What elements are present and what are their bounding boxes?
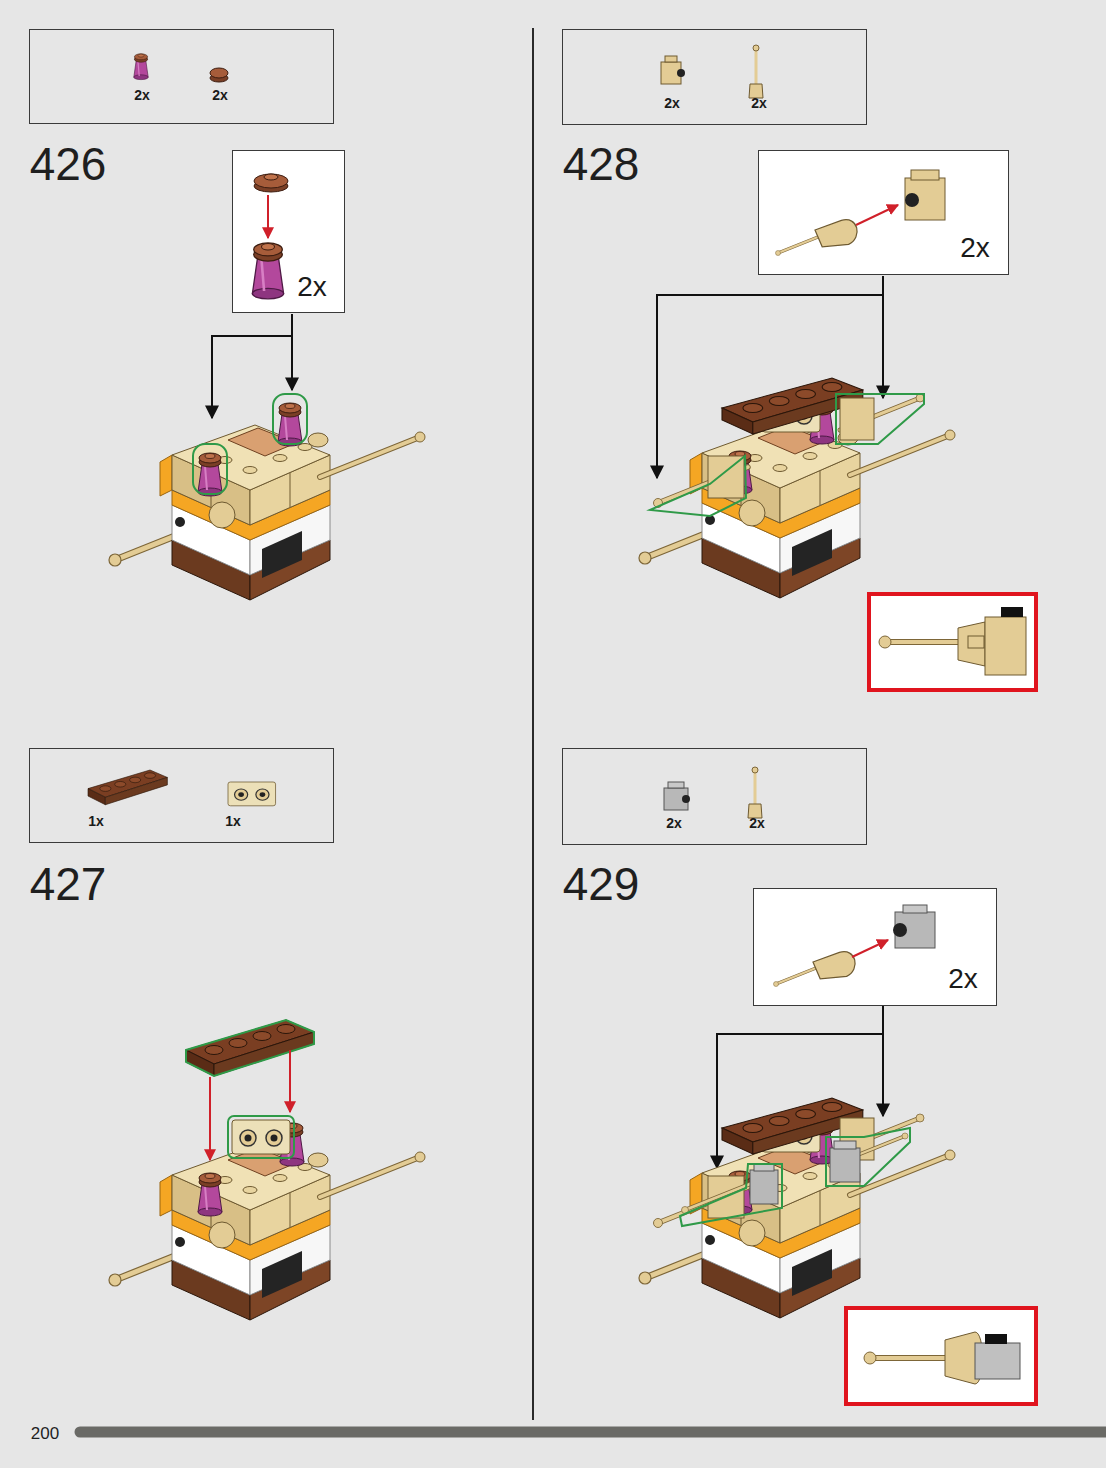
callout-box: 2x [753, 888, 997, 1006]
part-quantity: 1x [225, 814, 241, 828]
step-number: 428 [563, 141, 640, 187]
parts-list-box: 2x 2x [562, 29, 867, 125]
page-number: 200 [31, 1425, 59, 1442]
part-quantity: 1x [88, 814, 104, 828]
parts-list-box: 2x 2x [562, 748, 867, 845]
callout-box: 2x [232, 150, 345, 313]
part-quantity: 2x [212, 88, 228, 102]
part-quantity: 2x [664, 96, 680, 110]
part-quantity: 2x [749, 816, 765, 830]
part-quantity: 2x [134, 88, 150, 102]
step-number: 429 [563, 861, 640, 907]
parts-list-box: 1x 1x [29, 748, 334, 843]
parts-list-box: 2x 2x [29, 29, 334, 124]
step-number: 426 [30, 141, 107, 187]
part-quantity: 2x [751, 96, 767, 110]
callout-box: 2x [758, 150, 1009, 275]
callout-quantity: 2x [297, 273, 327, 301]
callout-quantity: 2x [960, 234, 990, 262]
callout-quantity: 2x [948, 965, 978, 993]
step-number: 427 [30, 861, 107, 907]
part-quantity: 2x [666, 816, 682, 830]
